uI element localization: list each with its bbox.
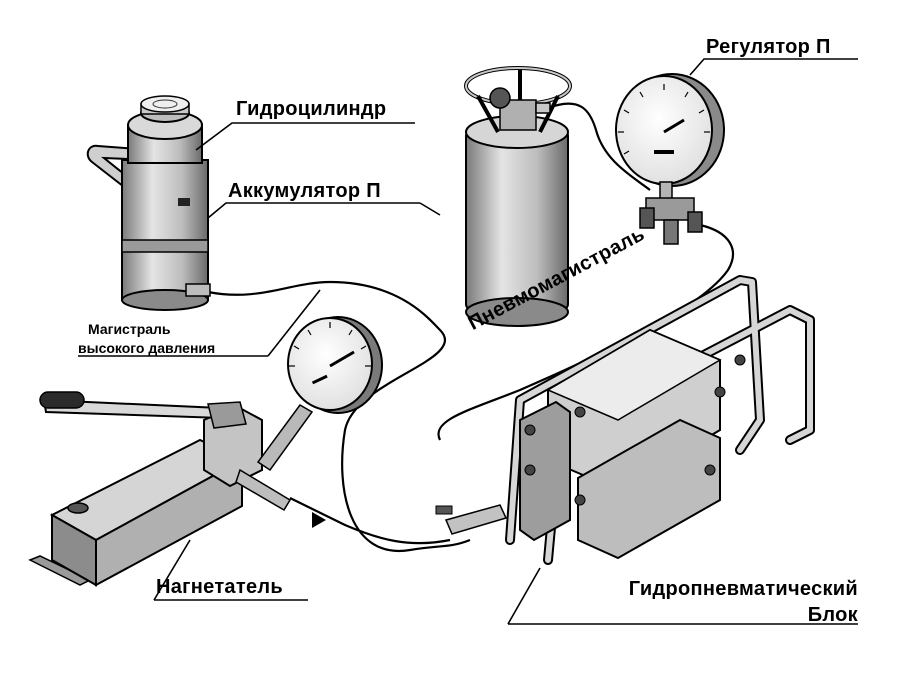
label-hydropneumatic-block-2: Блок (807, 604, 858, 626)
label-hydrocylinder: Гидроцилиндр (236, 98, 387, 120)
pump-gauge (256, 316, 383, 472)
label-pump: Нагнетатель (156, 576, 283, 598)
regulator (615, 73, 725, 245)
label-high-pressure-line-2: высокого давления (78, 340, 216, 356)
label-hydropneumatic-block: Гидропневматический Блок (560, 576, 858, 628)
pump-hose (289, 497, 451, 545)
label-high-pressure-line-1: Магистраль (88, 321, 171, 337)
label-hydropneumatic-block-1: Гидропневматический (628, 578, 858, 600)
check-valve (312, 512, 326, 528)
label-high-pressure-line: Магистраль высокого давления (78, 320, 268, 358)
label-regulator: Регулятор П (706, 36, 831, 58)
label-accumulator: Аккумулятор П (228, 180, 381, 202)
leader-lines (78, 58, 858, 625)
high-pressure-hose (207, 280, 471, 553)
hydrocylinder (86, 95, 211, 311)
hydropneumatic-block (435, 275, 815, 565)
accumulator (464, 66, 572, 327)
pneumo-hose (547, 102, 651, 191)
pump (28, 391, 292, 587)
